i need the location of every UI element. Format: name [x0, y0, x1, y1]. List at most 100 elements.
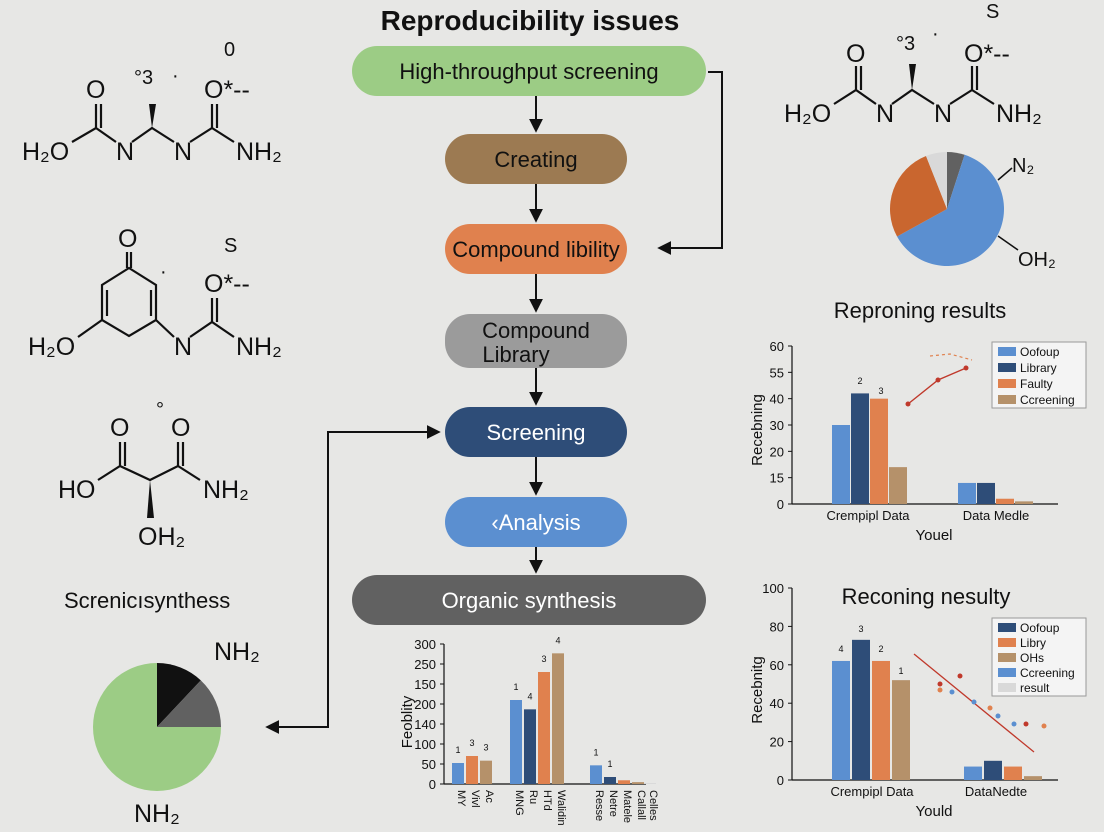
mol1-o-right: O*-- [204, 76, 250, 104]
chart2-scatter-point [995, 713, 1001, 719]
chart2-legend-swatch [998, 638, 1016, 647]
chart1-trend-point [963, 365, 969, 371]
chart1-title: Reproning results [834, 298, 1006, 323]
mol4-top-label: S [986, 1, 999, 23]
chart1-ytick-label: 0 [777, 497, 784, 512]
chart1-category-label: Data Medle [963, 508, 1029, 523]
chart1-category-label: Crempipl Data [826, 508, 910, 523]
mol4-dot: · [932, 23, 939, 45]
mol3-oh2: OH₂ [138, 523, 185, 551]
chart1-trend-line [907, 367, 967, 405]
chart3-category-label: Ac [483, 790, 495, 803]
chart2-bar [892, 680, 910, 780]
chart1-bar [958, 482, 976, 504]
chart1-trend-point [905, 401, 911, 407]
mol4-o-right: O*-- [964, 40, 1010, 68]
flow-step-creating-label: Creating [494, 147, 577, 172]
chart1-trend-point [935, 377, 941, 383]
mol4-n1: N [876, 100, 894, 128]
chart1-ytick-label: 60 [770, 339, 784, 354]
chart3-bar [480, 760, 492, 784]
mol2-dot: · [160, 261, 167, 283]
chart3-category-label: Vivl [469, 790, 481, 808]
chart2-bar-label: 4 [838, 644, 843, 654]
chart3-bar-label: 3 [469, 738, 474, 748]
mol1-n2: N [174, 138, 192, 166]
chart3-bar [538, 672, 550, 784]
chart2-legend-swatch [998, 623, 1016, 632]
flow-step-hts [352, 46, 706, 96]
chart3-category-label: MY [455, 790, 467, 807]
chart1-legend-swatch [998, 379, 1016, 388]
right-pie-slice-3 [926, 152, 947, 209]
chart1-ytick-label: 15 [770, 471, 784, 486]
right-pie-label-bottom: OH₂ [1018, 249, 1056, 271]
chart2-ytick-label: 60 [770, 658, 784, 673]
mol3-deg: ° [156, 399, 164, 421]
chart1-legend-swatch [998, 347, 1016, 356]
chart3-bar-label: 3 [483, 743, 488, 753]
chart3-bar [644, 783, 656, 784]
flow-step-compound-library-label2: Library [482, 342, 549, 367]
mol4-deg: °3 [896, 33, 915, 55]
mol4-o-left: O [846, 40, 865, 68]
flow-step-compound-library [445, 314, 627, 368]
chart2-bar [964, 766, 982, 780]
mol1-wedge [149, 104, 156, 128]
mol1-n1: N [116, 138, 134, 166]
mol2-h2o: H₂O [28, 333, 75, 361]
chart3-bar-label: 1 [455, 745, 460, 755]
left-pie-chart [93, 663, 221, 791]
chart2-legend-label: result [1020, 681, 1050, 695]
chart3-category-label: Callall [635, 790, 647, 820]
chart1-bar [996, 498, 1014, 504]
chart3-category-label: Ru [527, 790, 539, 804]
chart1-legend-label: Oofoup [1020, 345, 1060, 359]
chart2-bar [1004, 766, 1022, 780]
chart3-ytick-label: 150 [414, 677, 436, 692]
left-pie-label-bottom: NH₂ [134, 800, 180, 828]
mol2-n: N [174, 333, 192, 361]
chart3-bar [510, 700, 522, 784]
chart2-scatter-point [949, 689, 955, 695]
molecule-4: S °3 · O O*-- H₂O N N NH₂ [784, 1, 1042, 128]
chart3-bar [618, 780, 630, 784]
chart1-ytick-label: 30 [770, 418, 784, 433]
chart2-legend-swatch [998, 653, 1016, 662]
mol2-o-right: O*-- [204, 270, 250, 298]
arrow-feedback-left [265, 425, 441, 734]
chart3-bar [604, 777, 616, 784]
left-pie-slice-2 [93, 663, 221, 791]
chart3-bar [552, 653, 564, 784]
mol1-h2o: H₂O [22, 138, 69, 166]
arrow-feedback-right [657, 71, 723, 255]
flow-step-analysis-label: ‹Analysis [491, 510, 580, 535]
mol1-deg: °3 [134, 67, 153, 89]
left-pie-slice-1 [157, 680, 221, 727]
chart2-scatter-point [987, 705, 993, 711]
molecule-3: ° O O HO NH₂ OH₂ [58, 399, 249, 551]
chart3-category-label: HTd [541, 790, 553, 811]
chart1-legend-label: Library [1020, 361, 1057, 375]
chart1-dashed-line [929, 353, 973, 361]
mol1-o-left: O [86, 76, 105, 104]
mol4-wedge [909, 64, 916, 90]
right-pie-label-top: N₂ [1012, 155, 1034, 177]
chart2-ytick-label: 20 [770, 735, 784, 750]
flow-step-compound-library-label1: Compound [482, 318, 590, 343]
chart3-ytick-label: 50 [422, 757, 436, 772]
left-pie-slice-0 [157, 663, 201, 727]
chart-reproning-results: Reproning results Recebning Youel 015203… [749, 298, 1087, 544]
chart3-bar [590, 765, 602, 784]
chart3-ytick-label: 100 [414, 737, 436, 752]
chart2-ytick-label: 100 [762, 581, 784, 596]
chart1-ytick-label: 55 [770, 365, 784, 380]
mol1-nh2: NH₂ [236, 138, 282, 166]
chart2-bar-label: 3 [858, 624, 863, 634]
chart3-category-label: Netre [607, 790, 619, 817]
page-title: Reproducibility issues [381, 5, 680, 36]
right-pie-slice-1 [897, 154, 1005, 267]
chart1-bar [889, 467, 907, 504]
chart1-bar [1015, 501, 1033, 504]
